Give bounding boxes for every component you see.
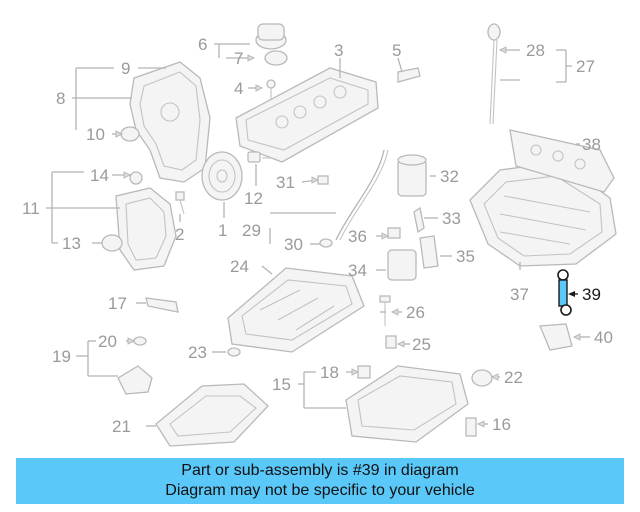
- bolt-4-part: [266, 79, 276, 102]
- arrowhead-40: [572, 333, 581, 341]
- callout-32: 32: [440, 167, 459, 186]
- arrowhead-20: [127, 337, 136, 345]
- callout-17: 17: [108, 294, 127, 313]
- callout-4: 4: [234, 79, 243, 98]
- callout-35: 35: [456, 247, 475, 266]
- callout-19: 19: [52, 347, 71, 366]
- dipstick-part: [487, 23, 501, 125]
- bolt-12-part: [247, 151, 272, 163]
- callout-27: 27: [576, 57, 595, 76]
- callout-18: 18: [320, 363, 339, 382]
- bolt-26-part: [379, 295, 391, 326]
- callout-20: 20: [98, 332, 117, 351]
- callout-5: 5: [392, 41, 401, 60]
- callout-24: 24: [230, 257, 249, 276]
- bolt-16-part: [465, 417, 477, 437]
- callout-39: 39: [582, 285, 601, 304]
- callout-13: 13: [62, 234, 81, 253]
- callout-6: 6: [198, 35, 207, 54]
- timing-cover-lower-part: [115, 187, 177, 271]
- oil-cooler-part: [387, 249, 417, 281]
- bolt-36-part: [387, 227, 401, 239]
- dipstick-tube-part: [335, 149, 385, 241]
- callout-15: 15: [272, 375, 291, 394]
- callout-21: 21: [112, 417, 131, 436]
- arrowhead-28: [498, 46, 507, 54]
- gasket-38-part: [509, 129, 615, 193]
- callout-29: 29: [242, 221, 261, 240]
- arrowhead-16: [476, 420, 485, 428]
- ring-23-part: [227, 347, 241, 357]
- lower-oil-pan-part: [345, 365, 469, 443]
- callout-7: 7: [234, 49, 243, 68]
- arrowhead-10: [115, 130, 124, 138]
- seal-14-part: [129, 171, 143, 185]
- plug-22-part: [471, 369, 493, 387]
- callout-3: 3: [334, 41, 343, 60]
- arrowhead-39: [568, 291, 575, 297]
- oil-filter-part: [397, 154, 427, 197]
- bracket-17-part: [145, 297, 179, 313]
- callout-14: 14: [90, 166, 109, 185]
- arrowhead-4: [255, 84, 264, 92]
- bolt-25-part: [385, 335, 397, 349]
- gasket-35-part: [419, 235, 439, 269]
- baffle-21-part: [155, 383, 269, 447]
- callout-23: 23: [188, 343, 207, 362]
- callout-26: 26: [406, 303, 425, 322]
- callout-11: 11: [22, 199, 40, 218]
- crank-pulley-part: [201, 151, 243, 201]
- oil-cap-part: [255, 23, 288, 66]
- callout-2: 2: [175, 225, 184, 244]
- arrowhead-7: [247, 54, 256, 62]
- valve-cover-part: [235, 67, 379, 163]
- callout-37: 37: [510, 285, 529, 304]
- callout-1: 1: [218, 221, 227, 240]
- upper-oil-pan-part: [227, 267, 365, 353]
- arrowhead-14: [123, 171, 132, 179]
- callout-40: 40: [594, 328, 613, 347]
- callout-30: 30: [284, 235, 303, 254]
- banner-line-2: Diagram may not be specific to your vehi…: [165, 482, 475, 499]
- timing-cover-upper-part: [129, 61, 211, 183]
- callout-12: 12: [244, 189, 263, 208]
- callout-34: 34: [348, 261, 367, 280]
- parts-diagram: 1 2 3 4 5 6 7 8 9 10 11 12 13 14 15 16 1…: [22, 23, 617, 447]
- seal-10-part: [120, 126, 140, 142]
- arrowhead-25: [396, 340, 405, 348]
- bolt-2-part: [175, 191, 185, 215]
- seal-13-part: [101, 234, 123, 252]
- arrowhead-26: [390, 308, 399, 316]
- callout-16: 16: [492, 415, 511, 434]
- callout-31: 31: [276, 173, 295, 192]
- bracket-5-part: [397, 67, 421, 83]
- oil-pump-part: [117, 365, 153, 395]
- sensor-33-part: [413, 206, 425, 234]
- callout-8: 8: [56, 89, 65, 108]
- arrowhead-22: [490, 373, 499, 381]
- bolt-18-part: [357, 365, 371, 379]
- part-info-banner: Part or sub-assembly is #39 in diagram D…: [16, 458, 624, 504]
- callout-36: 36: [348, 227, 367, 246]
- banner-line-1: Part or sub-assembly is #39 in diagram: [181, 462, 459, 479]
- callout-33: 33: [442, 209, 461, 228]
- arrowhead-18: [351, 368, 360, 376]
- callout-25: 25: [412, 335, 431, 354]
- highlighted-part-39: [557, 269, 572, 316]
- arrowhead-36: [381, 232, 390, 240]
- callout-9: 9: [121, 59, 130, 78]
- callout-22: 22: [504, 368, 523, 387]
- callout-38: 38: [582, 135, 601, 154]
- actuator-40-part: [539, 323, 573, 351]
- bolt-31-part: [317, 175, 329, 185]
- callout-28: 28: [526, 41, 545, 60]
- callout-10: 10: [86, 125, 105, 144]
- arrowhead-31: [311, 176, 320, 184]
- ring-20-part: [133, 336, 147, 346]
- ring-30-part: [319, 238, 333, 248]
